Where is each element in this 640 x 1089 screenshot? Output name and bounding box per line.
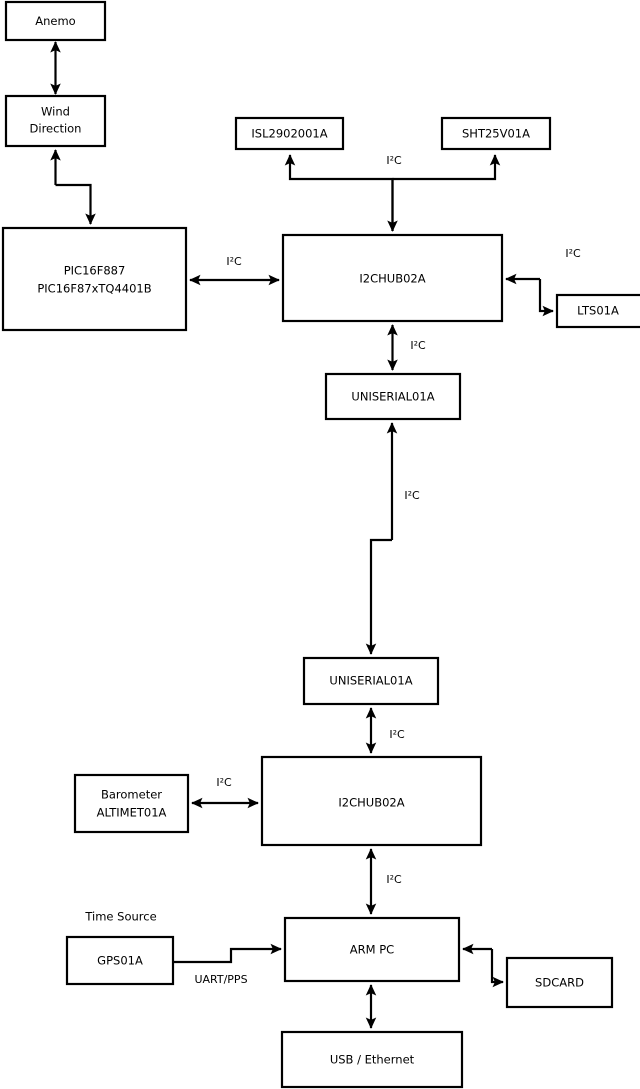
edge-label-i2c-pic-hub: I²C	[226, 255, 242, 268]
edge-wind-pic-jog	[55, 183, 96, 225]
node-usb-ethernet-label: USB / Ethernet	[330, 1053, 415, 1067]
node-uniserial01a-top-label: UNISERIAL01A	[351, 390, 434, 404]
node-isl2902001a[interactable]: ISL2902001A	[234, 116, 345, 151]
node-barometer[interactable]: Barometer ALTIMET01A	[73, 773, 190, 834]
node-uniserial01a-bottom-label: UNISERIAL01A	[329, 674, 412, 688]
node-sht25v01a-label: SHT25V01A	[462, 127, 530, 141]
edge-gps-armpc	[173, 943, 282, 964]
node-uniserial01a-bottom[interactable]: UNISERIAL01A	[302, 656, 440, 706]
node-gps01a-label: GPS01A	[97, 954, 143, 968]
edge-label-i2c-hub-lts: I²C	[565, 247, 581, 260]
node-barometer-label-1: Barometer	[101, 788, 162, 802]
node-wind-direction-label-1: Wind	[41, 105, 70, 119]
node-pic-label-1: PIC16F887	[64, 264, 126, 278]
node-lts01a-label: LTS01A	[577, 304, 619, 318]
node-sht25v01a[interactable]: SHT25V01A	[440, 116, 552, 151]
edge-armpc-sdcard-out	[490, 949, 504, 988]
node-pic-label-2: PIC16F87xTQ4401B	[37, 282, 151, 296]
node-lts01a[interactable]: LTS01A	[555, 293, 640, 329]
label-time-source: Time Source	[84, 910, 156, 924]
node-uniserial01a-top[interactable]: UNISERIAL01A	[324, 372, 462, 421]
node-i2chub02a-bottom[interactable]: I2CHUB02A	[260, 755, 483, 847]
node-anemo-label: Anemo	[35, 14, 75, 28]
node-pic[interactable]: PIC16F887 PIC16F87xTQ4401B	[1, 226, 188, 332]
edge-label-i2c-uniserial-link: I²C	[404, 489, 420, 502]
edge-label-i2c-hub-sensors: I²C	[386, 154, 402, 167]
edge-hubtop-bus	[284, 154, 394, 231]
node-wind-direction-label-2: Direction	[30, 122, 82, 136]
node-sdcard[interactable]: SDCARD	[505, 956, 614, 1009]
node-arm-pc[interactable]: ARM PC	[283, 916, 461, 983]
node-anemo[interactable]: Anemo	[4, 0, 107, 42]
edge-label-uart-pps: UART/PPS	[194, 973, 247, 986]
node-barometer-label-2: ALTIMET01A	[97, 806, 167, 820]
edge-hubtop-lts-out	[538, 279, 554, 317]
node-i2chub02a-top-label: I2CHUB02A	[359, 272, 425, 286]
edge-uniserial-link-down	[365, 538, 392, 655]
edge-label-i2c-uniserial-hub2: I²C	[389, 728, 405, 741]
edge-label-i2c-hub2-armpc: I²C	[386, 873, 402, 886]
node-i2chub02a-top[interactable]: I2CHUB02A	[281, 233, 504, 323]
node-wind-direction[interactable]: Wind Direction	[4, 94, 107, 148]
edge-hubtop-bus-right	[392, 154, 501, 181]
node-sdcard-label: SDCARD	[535, 976, 584, 990]
node-usb-ethernet[interactable]: USB / Ethernet	[280, 1030, 464, 1089]
edge-label-i2c-barometer-hub2: I²C	[216, 776, 232, 789]
node-isl2902001a-label: ISL2902001A	[251, 127, 327, 141]
node-gps01a[interactable]: GPS01A	[65, 935, 175, 986]
edge-label-i2c-hub-uniserial: I²C	[410, 339, 426, 352]
node-i2chub02a-bottom-label: I2CHUB02A	[338, 796, 404, 810]
node-arm-pc-label: ARM PC	[350, 943, 394, 957]
